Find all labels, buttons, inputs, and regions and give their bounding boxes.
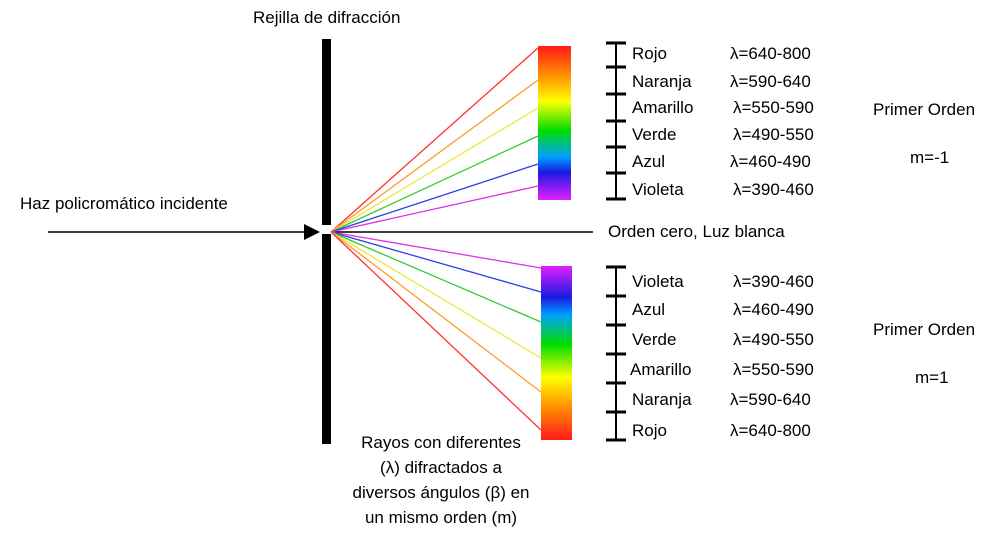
diffracted-ray [330, 185, 539, 233]
color-range: λ=490-550 [733, 330, 814, 349]
color-name: Rojo [632, 44, 667, 63]
color-name: Rojo [632, 421, 667, 440]
diffracted-ray [330, 135, 539, 233]
diffracted-ray [330, 231, 542, 431]
diffracted-ray [330, 231, 542, 323]
order-title-minus-1: Primer Orden [873, 100, 976, 119]
color-name: Amarillo [630, 360, 692, 379]
color-range: λ=550-590 [733, 360, 814, 379]
color-name: Azul [632, 152, 666, 171]
color-name: Violeta [632, 272, 684, 291]
caption: Rayos con diferentes (λ) difractados a d… [322, 430, 560, 530]
color-range: λ=390-460 [733, 272, 814, 291]
color-range: λ=550-590 [733, 98, 814, 117]
diffracted-ray [330, 231, 542, 359]
color-name: Naranja [632, 390, 692, 409]
color-name: Violeta [632, 180, 684, 199]
diffracted-ray [330, 107, 539, 233]
grating-label: Rejilla de difracción [253, 8, 401, 27]
grating-bar-upper [322, 39, 331, 225]
spectrum-strip-order-minus-1 [538, 46, 571, 200]
color-range: λ=460-490 [733, 300, 814, 319]
incident-beam-label: Haz policromático incidente [20, 194, 228, 213]
diffracted-rays-order-plus-1 [330, 231, 542, 431]
caption-line: un mismo orden (m) [364, 508, 518, 527]
order-title-plus-1: Primer Orden [873, 320, 976, 339]
color-name: Verde [632, 330, 677, 349]
color-range: λ=590-640 [730, 72, 811, 91]
color-name: Amarillo [632, 98, 694, 117]
spectrum-strip-order-plus-1 [541, 266, 572, 440]
caption-line: Rayos con diferentes [361, 433, 521, 452]
color-range: λ=640-800 [730, 421, 811, 440]
color-range: λ=460-490 [730, 152, 811, 171]
order-m-minus-1: m=-1 [910, 148, 950, 167]
wavelength-scale-order-plus-1 [606, 265, 626, 442]
diffracted-ray [330, 231, 542, 269]
grating-bar-lower [322, 234, 331, 444]
wavelength-scale-order-minus-1 [606, 41, 626, 201]
order-m-plus-1: m=1 [915, 368, 949, 387]
color-range: λ=390-460 [733, 180, 814, 199]
diffracted-rays-order-minus-1 [330, 47, 539, 233]
color-name: Verde [632, 125, 677, 144]
diffracted-ray [330, 231, 542, 293]
color-range: λ=490-550 [733, 125, 814, 144]
color-name: Naranja [632, 72, 692, 91]
diffracted-ray [330, 79, 539, 233]
diffracted-ray [330, 47, 539, 233]
caption-line: (λ) difractados a [380, 458, 502, 477]
caption-line: diversos ángulos (β) en [352, 483, 530, 502]
diffracted-ray [330, 231, 542, 393]
color-range: λ=640-800 [730, 44, 811, 63]
diffracted-ray [330, 163, 539, 233]
color-range: λ=590-640 [730, 390, 811, 409]
zero-order-label: Orden cero, Luz blanca [608, 222, 785, 241]
incident-arrowhead [304, 224, 320, 240]
color-name: Azul [632, 300, 666, 319]
